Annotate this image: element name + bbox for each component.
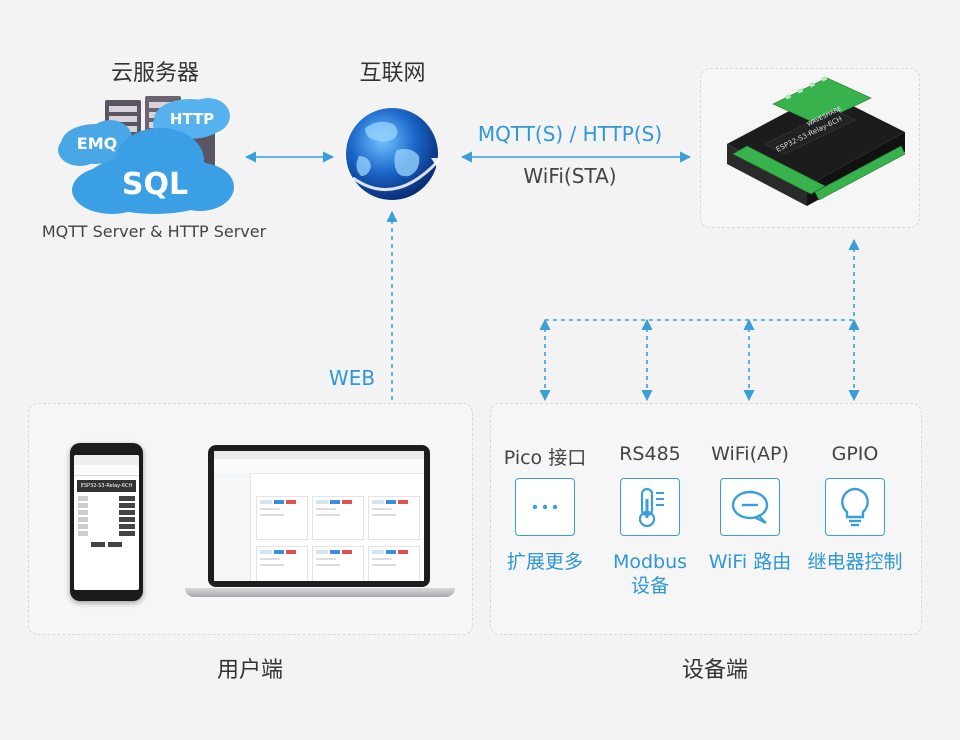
cloud-tag-sql: SQL [122,167,188,202]
dashboard-card [256,496,308,540]
phone-device: ESP32-S3-Relay-6CH [70,443,143,601]
chat-bubble-icon [720,478,780,536]
cloud-tag-http: HTTP [170,110,214,128]
phone-row [78,496,135,501]
internet-title: 互联网 [359,61,426,86]
interface-label: 继电器控制 [807,551,903,573]
cloud-tag-emq: EMQ [77,134,117,153]
interface-label: 扩展更多 [506,551,583,573]
phone-row [78,517,135,522]
dashboard-card [256,546,308,581]
server-title: 云服务器 [110,61,199,86]
interface-title: RS485 [619,443,681,465]
cloud-server-illustration: EMQ HTTP SQL [58,96,234,214]
interface-title: WiFi(AP) [711,443,789,465]
dashboard-card [312,496,364,540]
laptop-screen [214,451,424,581]
dashboard-card [312,546,364,581]
protocol-label: MQTT(S) / HTTP(S) [477,122,663,146]
phone-screen: ESP32-S3-Relay-6CH [74,455,139,590]
phone-row [78,531,135,536]
phone-row [78,503,135,508]
user-side-title: 用户端 [216,658,283,683]
phone-header: ESP32-S3-Relay-6CH [77,480,136,492]
phone-row [78,510,135,515]
more-icon [515,478,575,536]
relay-board-image: ESP32-S3-Relay-6CH WAVESHARE [727,75,906,206]
wifi-sta-label: WiFi(STA) [523,164,617,188]
laptop-base [185,588,455,597]
interface-label: WiFi 路由 [708,551,792,573]
web-label: WEB [328,366,376,390]
phone-row [78,524,135,529]
server-caption: MQTT Server & HTTP Server [41,222,267,241]
laptop-device [208,445,430,587]
phone-buttons [74,542,139,547]
globe-icon [346,108,441,200]
lightbulb-icon [825,478,885,536]
interface-title: GPIO [831,443,879,465]
interface-title: Pico 接口 [503,447,587,469]
dashboard-card [368,546,420,581]
interface-label: Modbus 设备 [612,551,688,597]
device-side-title: 设备端 [681,658,748,683]
thermometer-icon [620,478,680,536]
dashboard-card [368,496,420,540]
